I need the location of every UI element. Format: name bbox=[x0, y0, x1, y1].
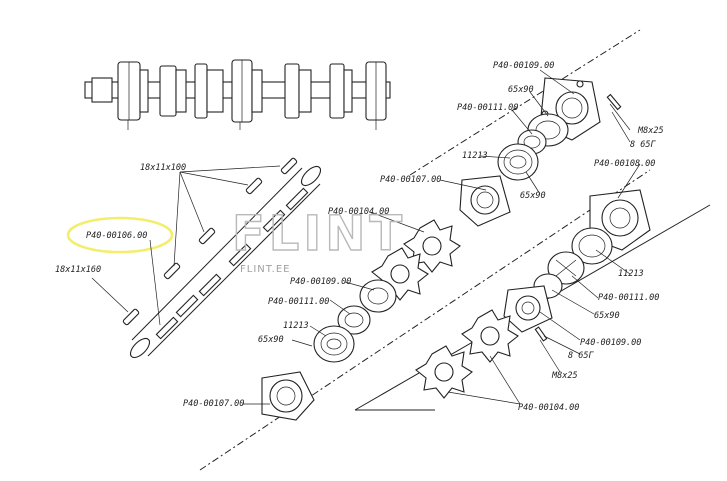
label-top-107: P40-00107.00 bbox=[380, 175, 441, 185]
label-shaft-part: P40-00106.00 bbox=[86, 231, 147, 241]
label-right-104: P40-00104.00 bbox=[518, 403, 579, 413]
axis-line-upper bbox=[409, 29, 641, 176]
label-left-111: P40-00111.00 bbox=[268, 297, 329, 307]
right-sprocket-1 bbox=[461, 309, 519, 363]
label-right-65x90: 65x90 bbox=[594, 311, 620, 321]
lower-left-bearing bbox=[313, 325, 355, 363]
label-left-65x90: 65x90 bbox=[258, 335, 284, 345]
label-left-107: P40-00107.00 bbox=[183, 399, 244, 409]
main-shaft bbox=[129, 165, 322, 359]
label-right-109: P40-00109.00 bbox=[580, 338, 641, 348]
lower-left-housing bbox=[359, 279, 397, 313]
label-right-11213: 11213 bbox=[618, 269, 644, 279]
right-bolts bbox=[534, 93, 622, 342]
lower-left-flange bbox=[261, 371, 315, 421]
upper-flange-housing bbox=[459, 175, 511, 227]
label-top-65x90b: 65x90 bbox=[520, 191, 546, 201]
shaft-sprocket-2 bbox=[194, 63, 224, 119]
assembled-shaft-view bbox=[84, 59, 391, 130]
shaft-sprocket-3 bbox=[284, 63, 312, 119]
flint-watermark: FLINT FLINT.EE bbox=[231, 205, 406, 275]
label-top-m8: M8x25 bbox=[637, 126, 664, 136]
right-seal bbox=[547, 251, 585, 285]
label-left-11213: 11213 bbox=[283, 321, 309, 331]
shaft-hub-1 bbox=[117, 61, 149, 121]
label-pin-100: 18x11x100 bbox=[140, 163, 186, 173]
right-bearing bbox=[571, 227, 613, 265]
label-top-109: P40-00109.00 bbox=[493, 61, 554, 71]
label-top-11213: 11213 bbox=[462, 151, 488, 161]
leader-lines bbox=[242, 69, 641, 405]
lower-left-seal bbox=[337, 305, 371, 335]
label-top-65x90: 65x90 bbox=[508, 85, 534, 95]
shaft-sprocket-4 bbox=[329, 63, 353, 119]
axis-line-lower bbox=[199, 169, 651, 471]
highlight-ring bbox=[66, 216, 174, 254]
label-right-108: P40-00108.00 bbox=[594, 159, 655, 169]
watermark-site: FLINT.EE bbox=[240, 264, 291, 275]
label-right-111: P40-00111.00 bbox=[598, 293, 659, 303]
label-top-8-65g: 8 65Г bbox=[630, 140, 656, 150]
shaft-keys bbox=[122, 157, 298, 326]
upper-bearing bbox=[497, 143, 539, 181]
label-top-111: P40-00111.00 bbox=[457, 103, 518, 113]
label-left-109: P40-00109.00 bbox=[290, 277, 351, 287]
right-sprocket-2 bbox=[415, 345, 473, 399]
shaft-sprocket-1 bbox=[159, 65, 187, 117]
label-right-8-65g: 8 65Г bbox=[568, 351, 594, 361]
right-housing bbox=[503, 285, 553, 333]
label-right-m8: M8x25 bbox=[551, 371, 578, 381]
label-top-104: P40-00104.00 bbox=[328, 207, 389, 217]
shaft-hub-2 bbox=[231, 59, 263, 123]
label-pin-160: 18x11x160 bbox=[55, 265, 101, 275]
shaft-hub-3 bbox=[365, 61, 387, 121]
watermark-brand: FLINT bbox=[232, 206, 406, 262]
